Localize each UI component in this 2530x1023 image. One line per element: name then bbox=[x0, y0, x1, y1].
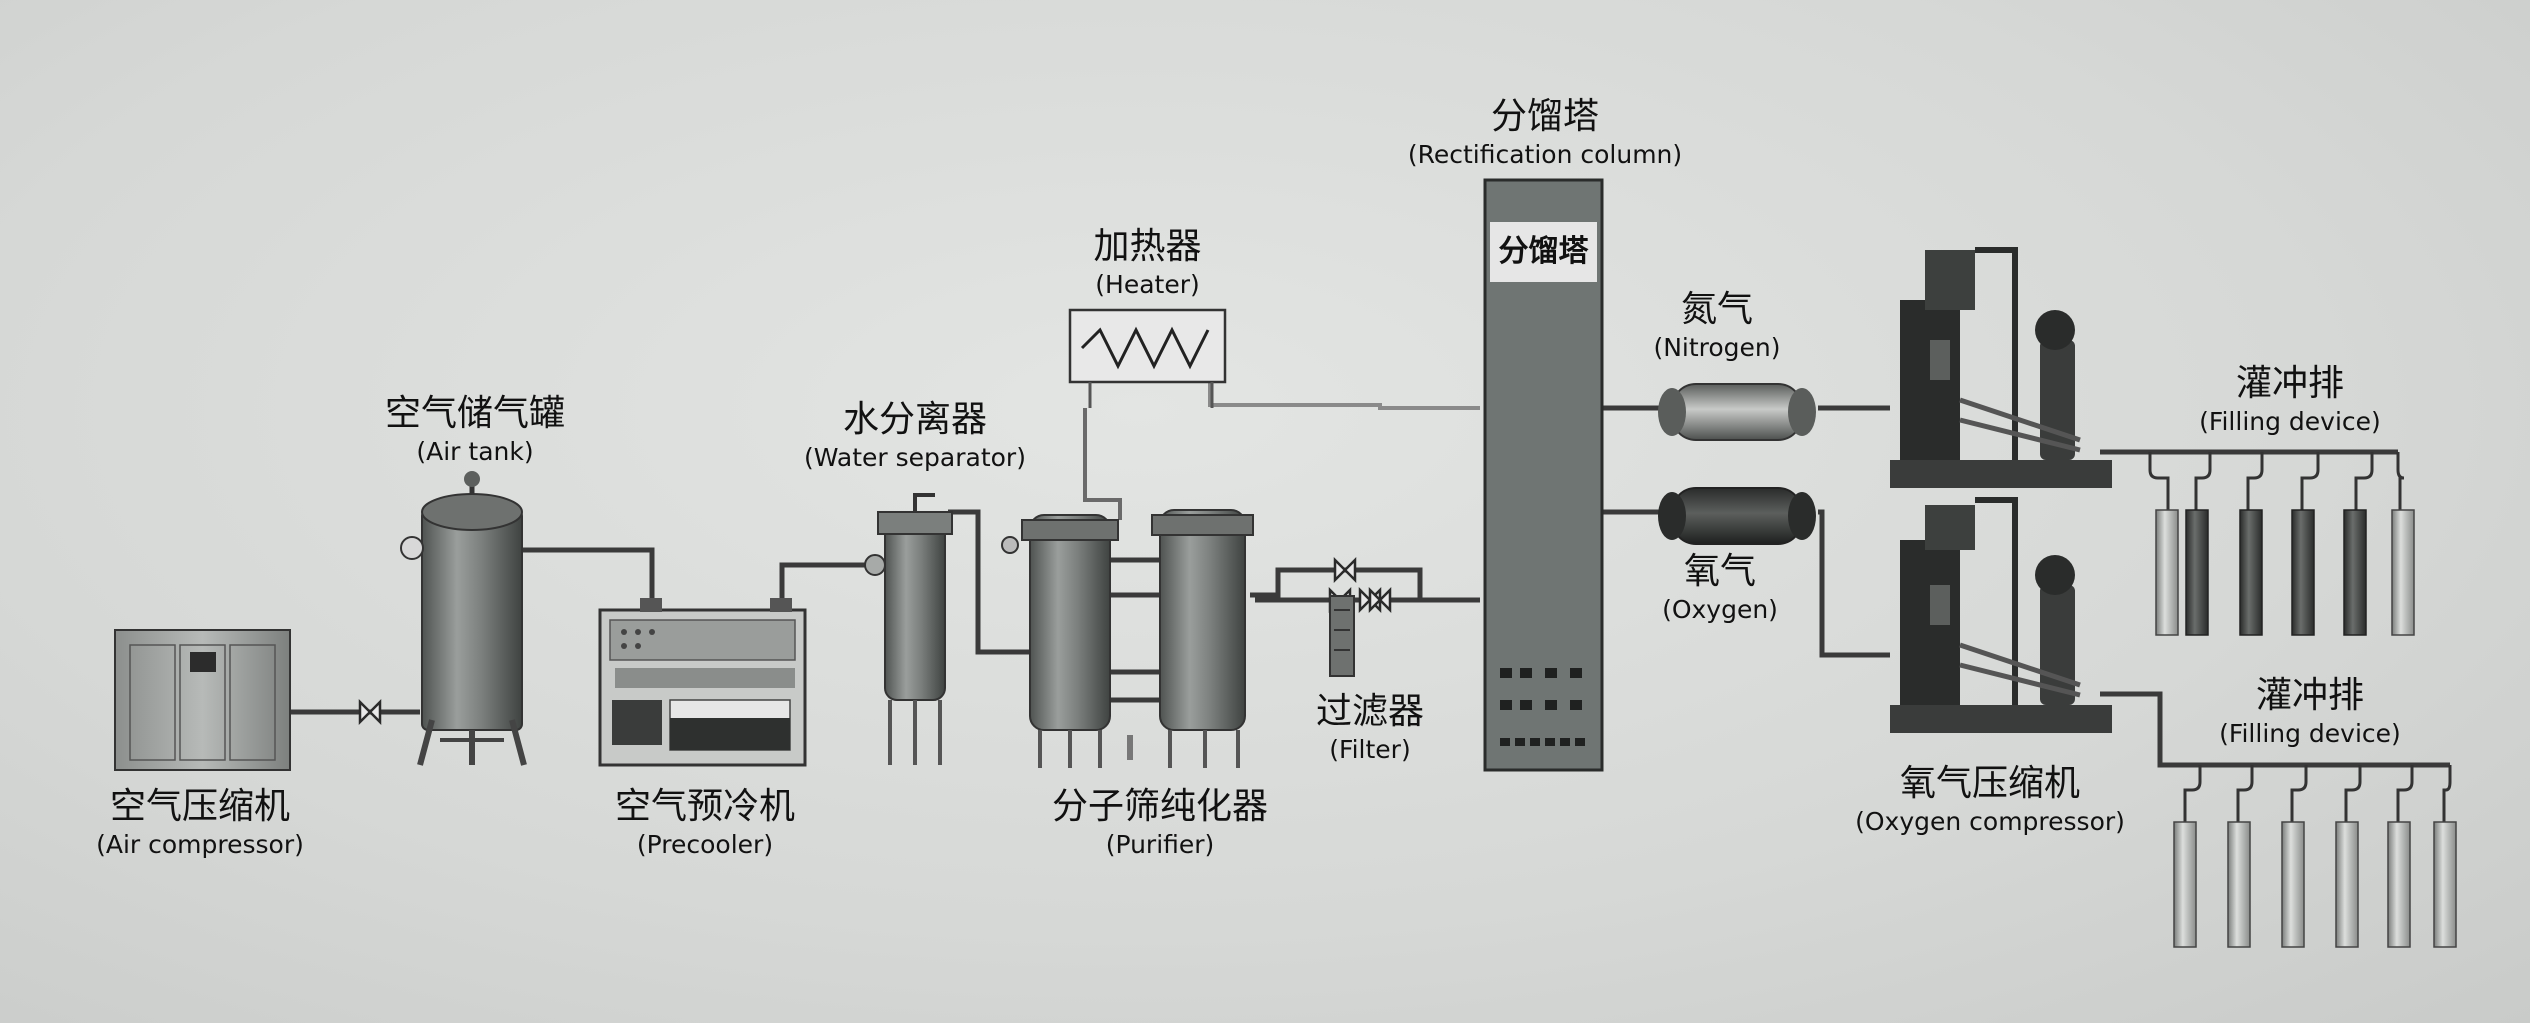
label-en: (Oxygen compressor) bbox=[1855, 807, 2125, 836]
label-purifier: 分子筛纯化器 (Purifier) bbox=[1020, 785, 1300, 861]
column-indicator-dots bbox=[1500, 668, 1585, 746]
label-en: (Filling device) bbox=[2219, 719, 2401, 748]
label-en: (Water separator) bbox=[804, 443, 1026, 472]
label-zh: 灌冲排 bbox=[2255, 675, 2364, 716]
pipe-separator-purifier bbox=[948, 509, 1030, 655]
label-air-compressor: 空气压缩机 (Air compressor) bbox=[70, 785, 330, 861]
label-air-tank: 空气储气罐 (Air tank) bbox=[360, 392, 590, 468]
label-rectification-column: 分馏塔 (Rectification column) bbox=[1385, 95, 1705, 171]
filling-device-top bbox=[2148, 452, 2415, 636]
label-en: (Rectification column) bbox=[1407, 140, 1683, 169]
label-filter: 过滤器 (Filter) bbox=[1300, 690, 1440, 766]
label-en: (Precooler) bbox=[636, 830, 774, 859]
valve-icon bbox=[1368, 586, 1392, 614]
air-compressor-unit bbox=[114, 629, 291, 771]
label-zh: 过滤器 bbox=[1315, 691, 1424, 732]
precooler-unit bbox=[598, 598, 807, 767]
valve-icon bbox=[1333, 556, 1357, 584]
column-tag: 分馏塔 bbox=[1490, 222, 1597, 282]
label-water-separator: 水分离器 (Water separator) bbox=[780, 398, 1050, 474]
label-en: (Air tank) bbox=[416, 437, 534, 466]
label-zh: 分馏塔 bbox=[1490, 96, 1599, 137]
water-separator-unit bbox=[864, 493, 953, 765]
label-en: (Oxygen) bbox=[1662, 595, 1778, 624]
air-tank-unit bbox=[400, 471, 527, 766]
label-precooler: 空气预冷机 (Precooler) bbox=[580, 785, 830, 861]
label-en: (Filling device) bbox=[2199, 407, 2381, 436]
label-oxygen-compressor: 氧气压缩机 (Oxygen compressor) bbox=[1830, 762, 2150, 838]
label-heater: 加热器 (Heater) bbox=[1060, 225, 1235, 301]
label-zh: 氧气 bbox=[1683, 551, 1756, 592]
label-en: (Heater) bbox=[1095, 270, 1200, 299]
label-zh: 加热器 bbox=[1093, 226, 1202, 267]
pipe-oxygen-compressor bbox=[1818, 509, 1890, 658]
valve-icon bbox=[358, 698, 382, 726]
nitrogen-tank-unit bbox=[1658, 383, 1816, 441]
label-zh: 氧气压缩机 bbox=[1899, 763, 2080, 804]
label-en: (Purifier) bbox=[1105, 830, 1215, 859]
pipe-column-heater bbox=[1208, 380, 1480, 410]
label-filling-device-bottom: 灌冲排 (Filling device) bbox=[2205, 674, 2415, 750]
label-zh: 水分离器 bbox=[842, 399, 987, 440]
filter-unit bbox=[1329, 595, 1355, 677]
oxygen-compressor-top bbox=[1890, 247, 2112, 488]
label-en: (Nitrogen) bbox=[1653, 333, 1781, 362]
heater-unit bbox=[1068, 308, 1227, 408]
purifier-unit bbox=[1001, 509, 1254, 768]
pipe-precooler-separator bbox=[779, 562, 880, 600]
label-en: (Filter) bbox=[1329, 735, 1411, 764]
pipe-tank-precooler bbox=[522, 547, 655, 600]
label-zh: 灌冲排 bbox=[2235, 363, 2344, 404]
label-zh: 空气压缩机 bbox=[109, 786, 290, 827]
filling-device-bottom bbox=[2173, 765, 2457, 948]
label-oxygen: 氧气 (Oxygen) bbox=[1640, 550, 1800, 626]
oxygen-tank-unit bbox=[1658, 487, 1816, 545]
label-nitrogen: 氮气 (Nitrogen) bbox=[1632, 288, 1802, 364]
oxygen-compressor-bottom bbox=[1890, 497, 2112, 733]
label-zh: 空气预冷机 bbox=[614, 786, 795, 827]
label-en: (Air compressor) bbox=[96, 830, 304, 859]
pipe-heater-purifier bbox=[1083, 408, 1122, 520]
label-zh: 分子筛纯化器 bbox=[1051, 786, 1268, 827]
label-filling-device-top: 灌冲排 (Filling device) bbox=[2185, 362, 2395, 438]
label-zh: 空气储气罐 bbox=[384, 393, 565, 434]
pipe-purifier-links bbox=[1090, 557, 1175, 703]
label-zh: 氮气 bbox=[1680, 289, 1753, 330]
